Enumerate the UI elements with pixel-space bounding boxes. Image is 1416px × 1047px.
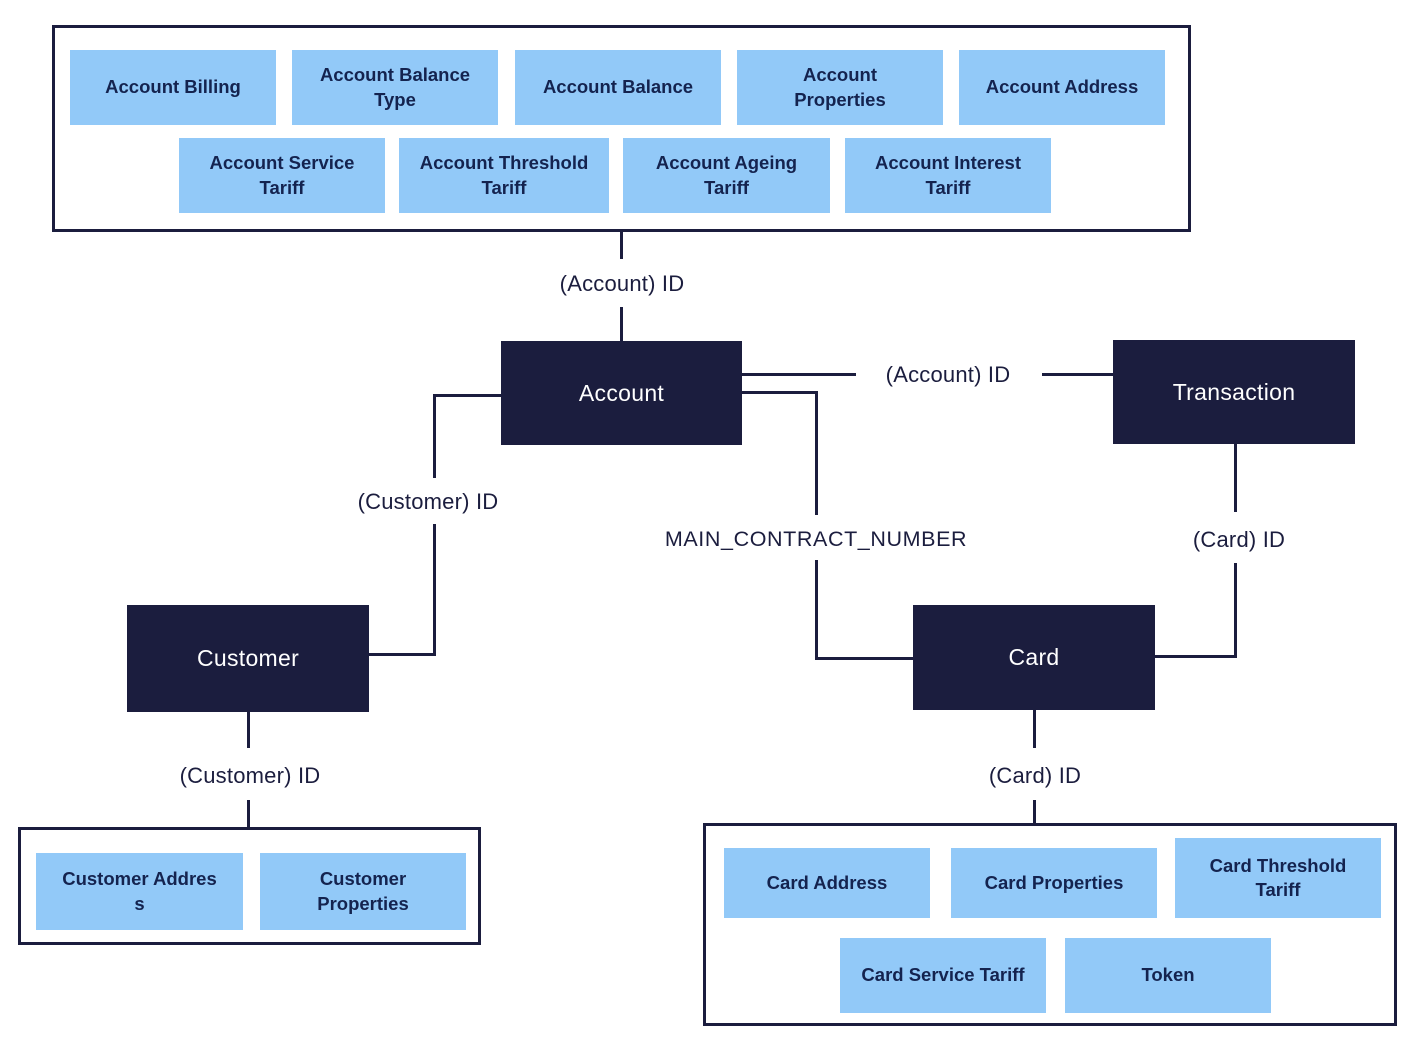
maincontract-to-card-line (815, 657, 913, 660)
maincontract-line-upper (815, 391, 818, 515)
table-account-properties: Account Properties (737, 50, 943, 125)
table-account-address: Account Address (959, 50, 1165, 125)
label-account-id-top: (Account) ID (559, 271, 685, 296)
entity-customer: Customer (127, 605, 369, 712)
table-account-ageing-tariff: Account Ageing Tariff (623, 138, 830, 213)
customer-to-customerid-line (247, 712, 250, 748)
entity-transaction: Transaction (1113, 340, 1355, 444)
label-card-id-right: (Card) ID (1192, 527, 1286, 552)
account-to-customerid-elbow-h (433, 394, 501, 397)
customerid-line-lower (433, 524, 436, 656)
table-account-balance: Account Balance (515, 50, 721, 125)
cardid-to-group-line (1033, 800, 1036, 823)
label-customer-id-bottom: (Customer) ID (179, 763, 321, 788)
table-token: Token (1065, 938, 1271, 1013)
table-card-properties: Card Properties (951, 848, 1157, 918)
label-main-contract-number: MAIN_CONTRACT_NUMBER (664, 527, 968, 551)
account-tables-group: Account Billing Account Balance Type Acc… (52, 25, 1191, 232)
table-account-service-tariff: Account Service Tariff (179, 138, 385, 213)
account-to-maincontract-elbow-h (742, 391, 818, 394)
table-account-interest-tariff: Account Interest Tariff (845, 138, 1051, 213)
card-tables-group: Card Address Card Properties Card Thresh… (703, 823, 1397, 1026)
customer-tables-group: Customer Addres s Customer Properties (18, 827, 481, 945)
label-customer-id-mid: (Customer) ID (357, 489, 499, 514)
accountid-to-account-line (620, 307, 623, 341)
table-account-threshold-tariff: Account Threshold Tariff (399, 138, 609, 213)
label-account-id-right: (Account) ID (885, 362, 1011, 387)
table-customer-address: Customer Addres s (36, 853, 243, 930)
maincontract-line-lower (815, 560, 818, 660)
table-card-service-tariff: Card Service Tariff (840, 938, 1046, 1013)
customerid-to-group-line (247, 800, 250, 827)
entity-card: Card (913, 605, 1155, 710)
cardid-to-card-line (1155, 655, 1237, 658)
card-to-cardid-line (1033, 710, 1036, 748)
accountid-to-transaction-line (1042, 373, 1113, 376)
account-to-accountid-line (742, 373, 856, 376)
transaction-to-cardid-line (1234, 444, 1237, 512)
customerid-to-customer-line (369, 653, 436, 656)
label-card-id-bottom: (Card) ID (988, 763, 1082, 788)
table-account-balance-type: Account Balance Type (292, 50, 498, 125)
entity-account: Account (501, 341, 742, 445)
table-account-billing: Account Billing (70, 50, 276, 125)
table-card-threshold-tariff: Card Threshold Tariff (1175, 838, 1381, 918)
table-card-address: Card Address (724, 848, 930, 918)
cardid-line-lower (1234, 563, 1237, 658)
group-to-accountid-line (620, 232, 623, 259)
customerid-line-upper (433, 394, 436, 478)
table-customer-properties: Customer Properties (260, 853, 466, 930)
